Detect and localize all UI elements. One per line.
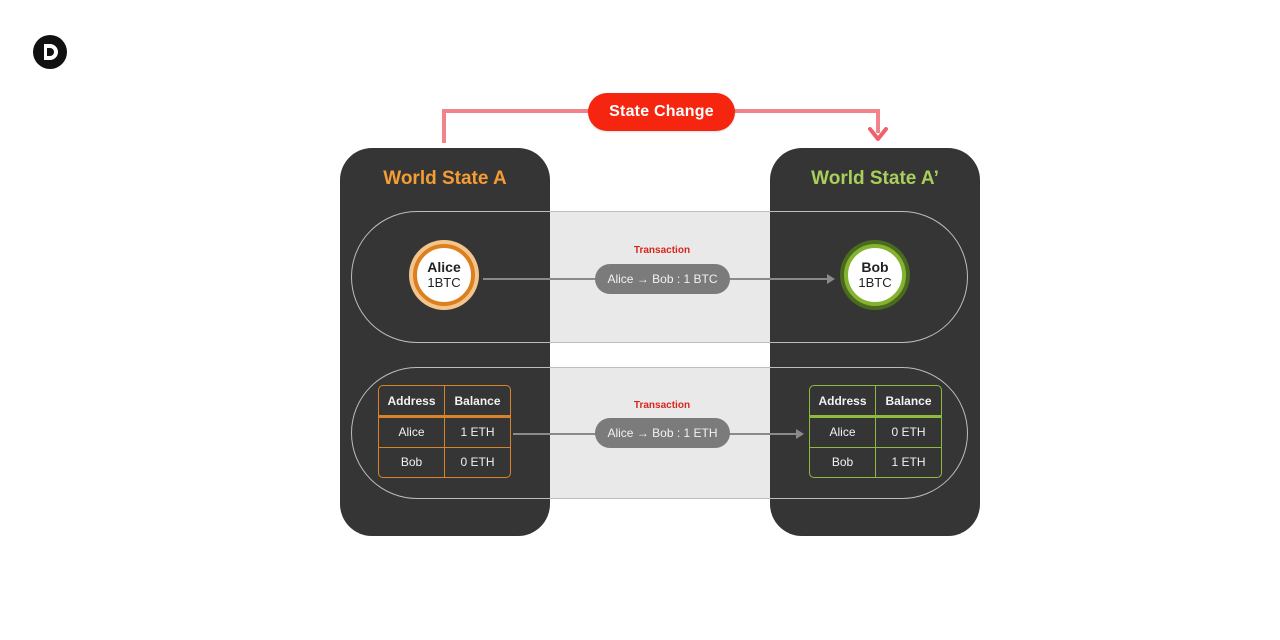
- alice-node-amount: 1BTC: [427, 275, 461, 290]
- state-change-badge: State Change: [588, 93, 735, 131]
- eth-transfer-outline: [351, 367, 968, 499]
- alice-node-name: Alice: [427, 259, 461, 275]
- bob-node-name: Bob: [861, 259, 889, 275]
- table-b-cell-balance: 0 ETH: [876, 418, 941, 448]
- brand-logo-icon: [33, 35, 67, 69]
- table-a-cell-balance: 1 ETH: [445, 418, 510, 448]
- world-state-a-title: World State A: [383, 168, 507, 189]
- transaction-pill-btc: Alice → Bob : 1 BTC: [595, 264, 730, 294]
- world-state-a-table: Address Balance Alice 1 ETH Bob 0 ETH: [378, 385, 511, 478]
- table-a-cell-address: Alice: [379, 418, 445, 448]
- transaction-pill-eth: Alice → Bob : 1 ETH: [595, 418, 730, 448]
- btc-transfer-outline: [351, 211, 968, 343]
- state-change-connector-left: [442, 109, 446, 143]
- table-a-header-address: Address: [379, 386, 445, 418]
- table-a-cell-balance: 0 ETH: [460, 455, 495, 470]
- table-b-header-address: Address: [810, 386, 876, 418]
- bob-node-amount: 1BTC: [858, 275, 892, 290]
- alice-node: Alice 1BTC: [413, 244, 475, 306]
- table-a-header-balance: Balance: [445, 386, 510, 418]
- transaction-label-eth: Transaction: [633, 400, 691, 411]
- world-state-b-title: World State A’: [811, 168, 939, 189]
- btc-arrow-head-icon: [827, 274, 835, 284]
- table-b-cell-address: Bob: [810, 447, 876, 477]
- eth-arrow-head-icon: [796, 429, 804, 439]
- bob-node: Bob 1BTC: [844, 244, 906, 306]
- table-a-cell-address: Bob: [379, 447, 445, 477]
- table-b-cell-balance: 1 ETH: [891, 455, 926, 470]
- state-change-arrow-icon: [868, 127, 888, 141]
- world-state-b-table: Address Balance Alice 0 ETH Bob 1 ETH: [809, 385, 942, 478]
- table-b-header-balance: Balance: [876, 386, 941, 418]
- transaction-label-btc: Transaction: [633, 245, 691, 256]
- state-change-connector-right: [876, 109, 880, 133]
- table-b-cell-address: Alice: [810, 418, 876, 448]
